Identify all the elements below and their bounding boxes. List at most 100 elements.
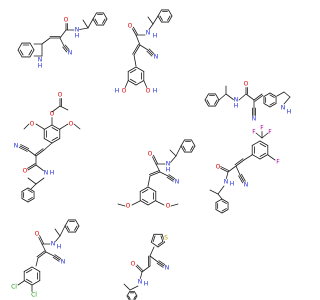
atom-label-n: N — [166, 161, 171, 168]
bond — [259, 154, 269, 160]
atom-label-o: O — [69, 121, 74, 128]
atom-label-bg — [243, 80, 249, 88]
triple-bond-line — [64, 44, 70, 51]
bond — [59, 29, 67, 39]
bond — [221, 198, 229, 203]
aromatic-bond — [141, 198, 149, 203]
atom-label-bg — [57, 91, 63, 99]
bond — [235, 165, 241, 176]
bond — [147, 16, 154, 25]
bond — [169, 149, 177, 157]
bond — [227, 165, 237, 173]
atom-label-o: O — [23, 168, 28, 175]
atom-label-bg — [68, 120, 74, 128]
atom-label-bg — [286, 108, 292, 116]
atom-label-o: O — [122, 88, 127, 95]
aromatic-bond — [259, 152, 267, 157]
atom-label-bg — [63, 16, 69, 24]
aromatic-bond — [51, 127, 59, 132]
aromatic-bond — [28, 49, 33, 56]
atom-label-bg — [147, 150, 153, 158]
atom-label-cl: Cl — [31, 292, 37, 299]
aromatic-bond — [127, 295, 131, 300]
double-bond-line — [36, 250, 46, 258]
bond — [27, 198, 35, 203]
atom-label-bg — [137, 278, 143, 286]
bond — [75, 225, 80, 233]
bond — [157, 15, 162, 23]
bond — [59, 225, 66, 237]
atom-label-bg — [165, 166, 171, 174]
atom-label-h: H — [153, 88, 158, 95]
bond — [35, 123, 45, 130]
bond — [225, 93, 235, 101]
atom-label-bg — [259, 124, 265, 132]
bond — [170, 203, 179, 207]
bond — [147, 200, 157, 206]
bond — [218, 93, 227, 101]
bond — [167, 175, 175, 181]
bond — [127, 66, 137, 72]
bond — [263, 103, 271, 108]
bond — [283, 91, 291, 98]
atom-label-f: F — [268, 129, 272, 136]
triple-bond-line — [168, 174, 176, 180]
bond — [73, 123, 81, 130]
bond — [64, 225, 69, 233]
atom-label-bg — [74, 32, 80, 40]
bond — [251, 140, 261, 146]
atom-label-n: N — [281, 105, 286, 112]
bond — [215, 93, 220, 101]
bond — [147, 49, 154, 56]
triple-bond-line — [146, 50, 153, 57]
atom-label-bg — [280, 104, 286, 112]
atom-label-bg — [145, 87, 151, 95]
bond — [31, 266, 41, 272]
bond — [27, 177, 37, 185]
atom-label-n: N — [175, 179, 180, 186]
bond — [168, 15, 173, 23]
bond — [157, 241, 166, 248]
double-bond-line — [149, 170, 160, 175]
bond — [263, 92, 271, 97]
atom-label-o: O — [50, 111, 55, 118]
atom-label-bg — [74, 26, 80, 34]
atom-label-bg — [267, 128, 273, 136]
atom-label-n: N — [38, 57, 43, 64]
double-bond-line — [136, 264, 144, 272]
bond — [150, 241, 159, 248]
bond — [27, 149, 37, 157]
bond — [35, 149, 45, 157]
bond — [37, 251, 47, 259]
atom-label-bg — [50, 240, 56, 248]
atom-label-bg — [121, 87, 127, 95]
aromatic-bond — [269, 94, 275, 98]
bond — [283, 96, 291, 105]
atom-label-n: N — [14, 143, 19, 150]
bond — [139, 200, 149, 206]
bond — [150, 233, 155, 243]
atom-label-bg — [152, 32, 158, 40]
bond — [143, 80, 148, 89]
bond — [269, 92, 277, 97]
aromatic-bond — [102, 18, 106, 24]
atom-label-o: O — [58, 92, 63, 99]
bond — [134, 291, 138, 297]
atom-label-bg — [233, 102, 239, 110]
bond — [103, 18, 108, 26]
bond — [204, 99, 209, 107]
bond — [221, 209, 229, 214]
bond — [41, 37, 51, 45]
double-bond-line — [34, 148, 44, 156]
bond — [27, 164, 37, 171]
bond — [204, 93, 209, 101]
bond — [155, 200, 165, 206]
bond — [135, 265, 143, 273]
double-bond-line — [234, 158, 244, 166]
aromatic-bond — [129, 78, 137, 83]
triple-bond-line — [54, 254, 62, 260]
atom-label-h: H — [287, 109, 292, 116]
